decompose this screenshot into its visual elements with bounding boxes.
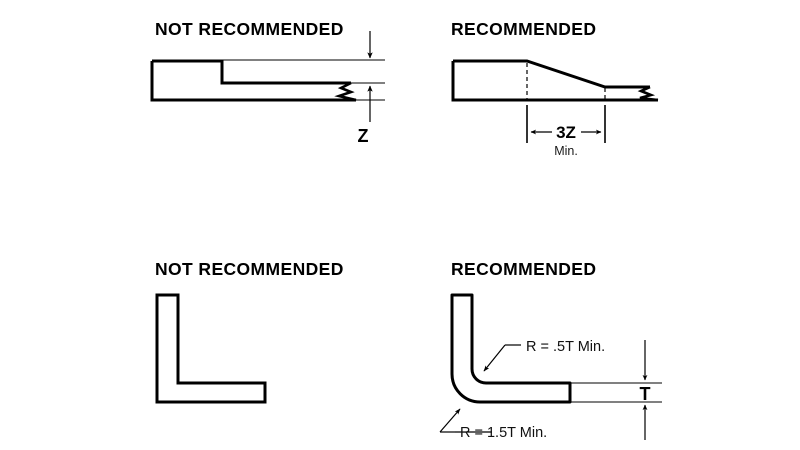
panel-top-left-heading: NOT RECOMMENDED (155, 19, 344, 39)
panel-top-right-heading: RECOMMENDED (451, 19, 596, 39)
inner-radius-leader-arrow (483, 344, 506, 372)
stepped-part-upper-outline (152, 59, 351, 85)
stepped-part-lower-outline (150, 61, 356, 102)
panel-bottom-left: NOT RECOMMENDED (155, 259, 344, 404)
sharp-corner-bracket-outline (155, 293, 267, 404)
outer-radius-leader-arrow (439, 408, 461, 433)
panel-top-right: RECOMMENDED 3Z Min. (451, 19, 659, 158)
inner-radius-callout: R = .5T Min. (526, 339, 605, 355)
break-line-zigzag (334, 81, 357, 102)
outer-radius-callout: R = 1.5T Min. (460, 425, 547, 441)
taper-length-dimension-label: 3Z (556, 123, 576, 142)
break-line-zigzag (637, 85, 659, 102)
taper-length-dimension-note: Min. (554, 144, 578, 158)
z-dimension-label: Z (358, 126, 369, 146)
panel-bottom-left-heading: NOT RECOMMENDED (155, 259, 344, 279)
tapered-part-upper-outline (453, 59, 650, 89)
panel-bottom-right: RECOMMENDED R = .5T Min. R = 1.5T Min. T (439, 259, 662, 441)
panel-bottom-right-heading: RECOMMENDED (451, 259, 596, 279)
tapered-part-lower-outline (451, 61, 658, 102)
thickness-dimension-label: T (640, 384, 651, 404)
panel-top-left: NOT RECOMMENDED Z (150, 19, 385, 146)
